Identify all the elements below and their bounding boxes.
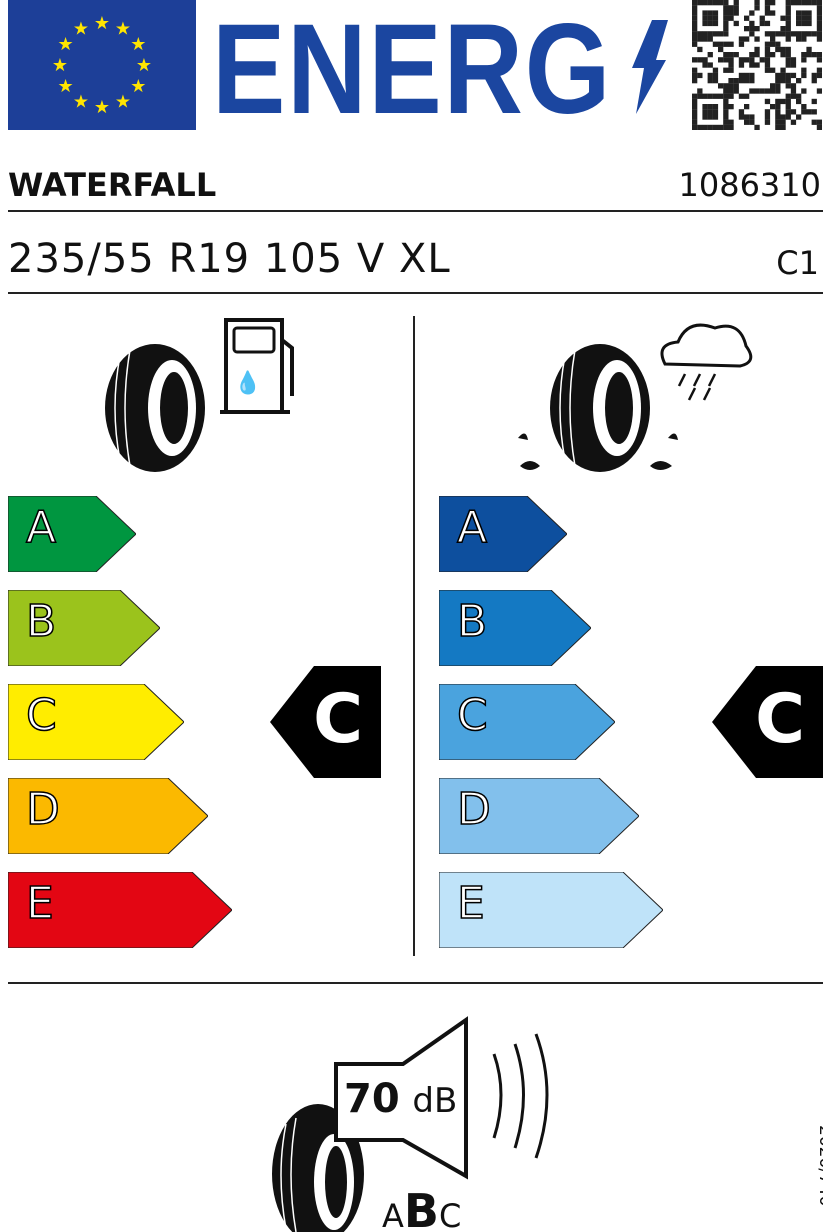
class-letter: A (456, 501, 488, 554)
star-icon: ★ (136, 55, 152, 76)
wet-grip-class-a: A (439, 496, 567, 572)
class-letter: C (456, 689, 488, 742)
noise-class-b-selected: B (403, 1184, 439, 1232)
class-letter: B (456, 595, 488, 648)
class-letter: D (25, 783, 60, 836)
fuel-efficiency-rating-indicator: C (270, 666, 381, 778)
noise-class-c: C (438, 1197, 462, 1232)
noise-class-scale: ABC (382, 1184, 461, 1232)
eu-flag-icon: ★★★★★★★★★★★★ (8, 0, 196, 130)
noise-unit: dB (412, 1081, 458, 1121)
star-icon: ★ (58, 76, 74, 97)
noise-class-a: A (382, 1197, 404, 1232)
star-icon: ★ (130, 34, 146, 55)
fuel-efficiency-class-c: C (8, 684, 184, 760)
star-icon: ★ (73, 19, 89, 40)
wet-grip-class-c: C (439, 684, 615, 760)
fuel-efficiency-class-d: D (8, 778, 208, 854)
star-icon: ★ (94, 97, 110, 118)
class-letter: C (25, 689, 57, 742)
noise-value: 70 dB (344, 1076, 457, 1122)
noise-db-value: 70 (344, 1076, 400, 1122)
vertical-divider (413, 316, 415, 956)
lightning-bolt-icon (632, 20, 668, 114)
star-icon: ★ (58, 34, 74, 55)
regulation-number: 2020/740 (815, 1125, 823, 1207)
fuel-efficiency-class-e: E (8, 872, 232, 948)
star-icon: ★ (130, 76, 146, 97)
tyre-size-designation: 235/55 R19 105 V XL (8, 236, 451, 282)
divider (8, 982, 823, 984)
svg-text:💧: 💧 (234, 370, 261, 396)
star-icon: ★ (115, 91, 131, 112)
star-icon: ★ (52, 55, 68, 76)
wet-grip-class-e: E (439, 872, 663, 948)
wet-rating-letter: C (755, 680, 805, 759)
fuel-efficiency-class-b: B (8, 590, 160, 666)
star-icon: ★ (115, 19, 131, 40)
supplier-name: WATERFALL (8, 166, 217, 204)
logo-text: ENERG (212, 0, 613, 141)
noise-speaker-tyre-icon (272, 1016, 549, 1232)
divider (8, 292, 823, 294)
fuel-rating-letter: C (313, 680, 363, 759)
star-icon: ★ (73, 91, 89, 112)
class-letter: E (456, 877, 485, 930)
class-letter: A (25, 501, 57, 554)
wet-grip-class-b: B (439, 590, 591, 666)
star-icon: ★ (94, 13, 110, 34)
tyre-fuel-pump-icon: 💧 (105, 318, 294, 472)
tyre-class: C1 (776, 244, 819, 282)
class-letter: D (456, 783, 491, 836)
wet-grip-class-d: D (439, 778, 639, 854)
energy-logo: ENERG (212, 0, 668, 141)
wet-grip-rating-indicator: C (712, 666, 823, 778)
class-letter: B (25, 595, 57, 648)
qr-code-icon (692, 0, 822, 130)
type-identifier: 1086310 (678, 166, 821, 204)
tyre-rain-cloud-icon (518, 323, 753, 472)
divider (8, 210, 823, 212)
class-letter: E (25, 877, 54, 930)
fuel-efficiency-class-a: A (8, 496, 136, 572)
